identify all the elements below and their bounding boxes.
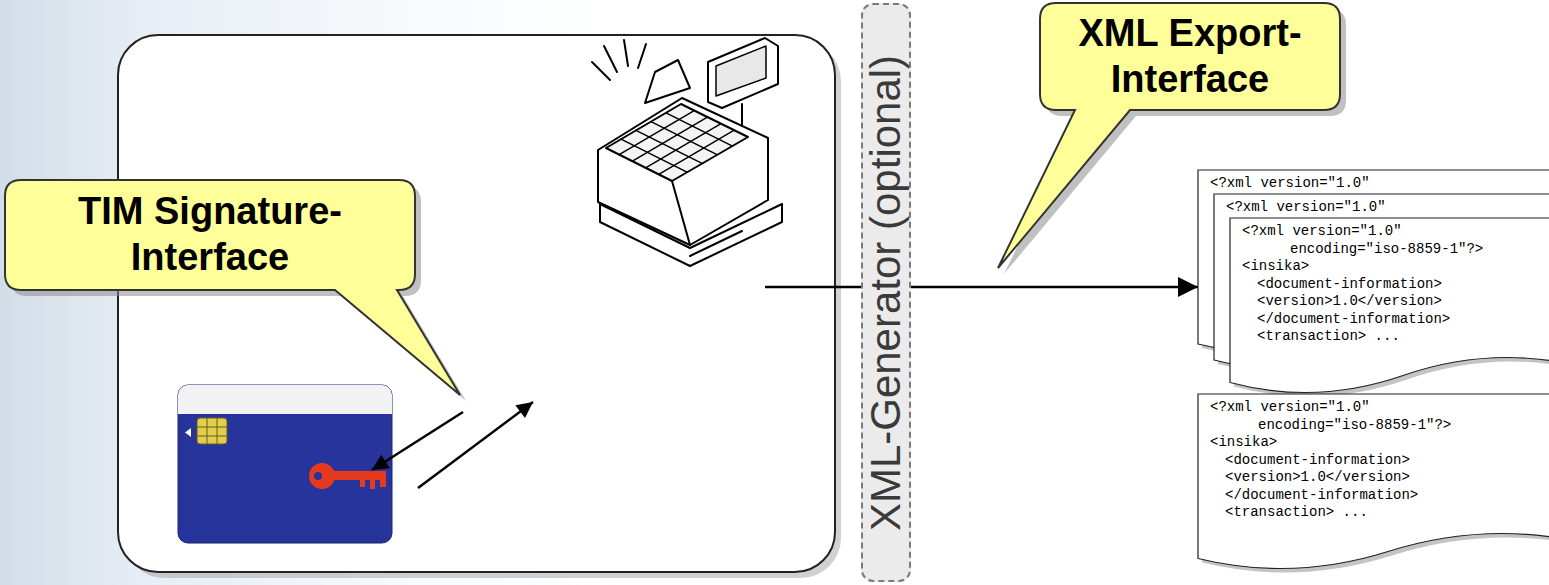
key-column xyxy=(636,130,702,163)
xml-code-line: </document-information> xyxy=(1242,311,1549,329)
register-edge xyxy=(672,181,690,245)
card-chip xyxy=(197,418,227,444)
key-column xyxy=(621,139,687,172)
card-triangle xyxy=(185,428,191,437)
document-shape xyxy=(1198,394,1549,568)
xml-code-line: encoding="iso-8859-1"?> xyxy=(1210,417,1549,435)
xml-code-line: <?xml version="1.0" xyxy=(1242,223,1549,241)
xml-code-line: <transaction> ... xyxy=(1210,504,1549,522)
generator-band: XML-Generator (optional) xyxy=(861,3,911,582)
callout-shape xyxy=(5,180,460,395)
xml-code-line: <transaction> ... xyxy=(1242,328,1549,346)
callout-bubble: TIM Signature- Interface xyxy=(5,180,415,290)
cash-register xyxy=(592,38,782,266)
output-line xyxy=(765,286,862,289)
callout-text: XML Export- Interface xyxy=(1059,11,1321,102)
xml-code-line: encoding="iso-8859-1"?> xyxy=(1242,241,1549,259)
register-keyboard xyxy=(606,104,748,181)
display-post xyxy=(741,104,743,126)
document-shape xyxy=(1230,218,1549,392)
callout-bubble: XML Export- Interface xyxy=(1040,3,1340,110)
housing-box xyxy=(118,35,835,572)
key-row xyxy=(619,111,694,155)
xml-code-line: <?xml version="1.0" xyxy=(1210,399,1549,417)
generator-label: XML-Generator (optional) xyxy=(865,54,907,530)
xml-code-line: <version>1.0</version> xyxy=(1242,293,1549,311)
card-stripe xyxy=(178,385,392,414)
receipt-paper xyxy=(645,60,690,103)
xml-code-line: </document-information> xyxy=(1210,487,1549,505)
chip-line xyxy=(197,427,227,428)
chip-line xyxy=(217,418,218,444)
chip-contacts xyxy=(197,418,227,444)
card-body xyxy=(178,385,392,543)
key-row xyxy=(646,124,721,168)
to-register-arrow xyxy=(418,402,533,488)
key-column xyxy=(651,122,717,155)
key-hole xyxy=(314,472,322,480)
display-screen xyxy=(716,46,766,96)
xml-document: <?xml version="1.0"encoding="iso-8859-1"… xyxy=(1198,394,1549,567)
ring-line xyxy=(592,62,610,80)
xml-code-line: <version>1.0</version> xyxy=(1210,469,1549,487)
xml-code-line: <document-information> xyxy=(1210,452,1549,470)
xml-document: <?xml version="1.0"encoding="iso-8859-1"… xyxy=(1230,218,1549,391)
key-column xyxy=(666,113,732,146)
smart-card xyxy=(178,385,392,543)
ring-line xyxy=(604,46,617,72)
key-shaft xyxy=(332,471,386,480)
chip-line xyxy=(197,436,227,437)
key-tooth xyxy=(360,479,365,487)
ring-line xyxy=(638,44,646,68)
xml-code-line: <insika> xyxy=(1210,434,1549,452)
xml-code-line: <document-information> xyxy=(1242,276,1549,294)
register-body xyxy=(598,98,768,245)
key-tooth xyxy=(370,479,375,489)
key-row xyxy=(659,130,734,174)
key-head xyxy=(309,463,335,489)
key-grid xyxy=(619,111,734,175)
xml-code-line: <insika> xyxy=(1242,258,1549,276)
chip-line xyxy=(207,418,208,444)
to-card-arrow xyxy=(372,412,463,470)
register-display xyxy=(708,38,778,108)
key-row xyxy=(632,117,707,161)
xml-code-line: <?xml version="1.0" xyxy=(1210,175,1549,193)
key-symbol xyxy=(309,463,386,489)
callout-text: TIM Signature- Interface xyxy=(25,189,395,280)
key-tooth xyxy=(380,479,386,487)
flow-arrow xyxy=(911,286,1198,289)
xml-code-line: <?xml version="1.0" xyxy=(1226,199,1549,217)
ring-line xyxy=(624,40,628,66)
